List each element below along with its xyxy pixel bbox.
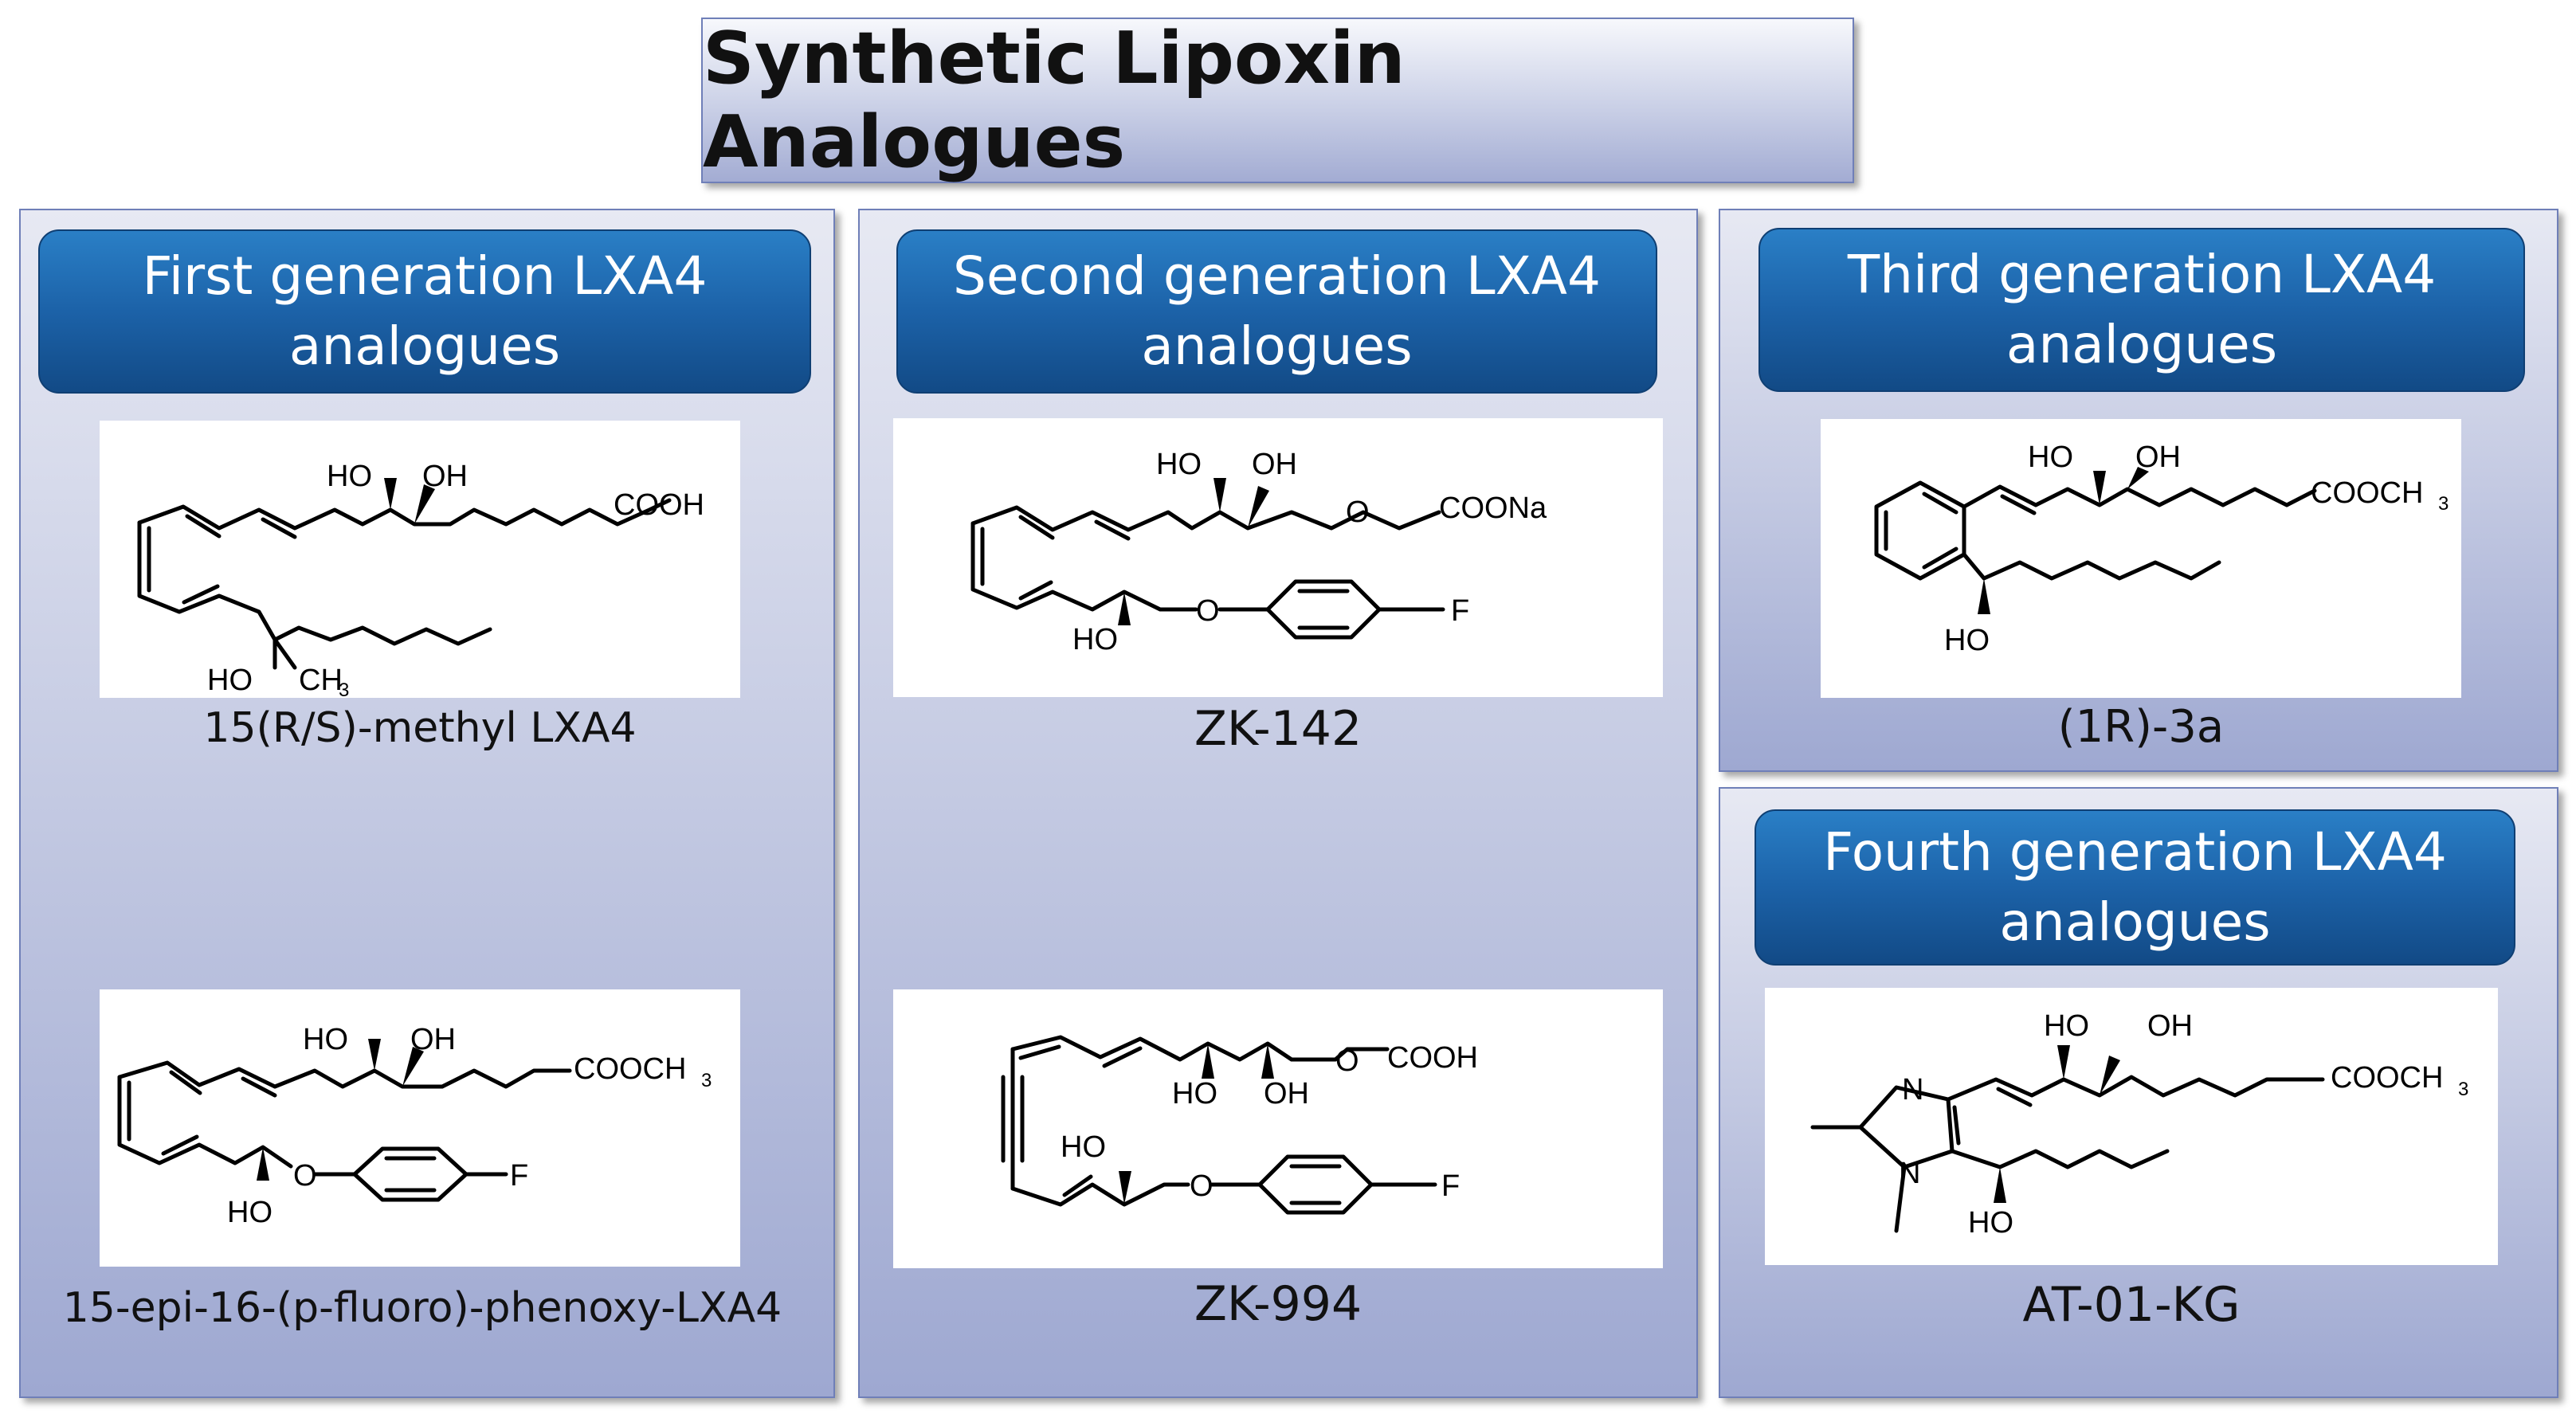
svg-text:N: N: [1902, 1073, 1923, 1107]
svg-text:F: F: [510, 1159, 528, 1193]
svg-text:HO: HO: [1968, 1206, 2013, 1240]
svg-text:N: N: [1899, 1157, 1920, 1190]
svg-text:OH: OH: [422, 460, 468, 493]
caption-1r-3a: (1R)-3a: [2057, 701, 2225, 753]
structure-zk-142: HO OH O COONa O F HO: [893, 418, 1663, 697]
header-third-line1: Third generation LXA4: [1847, 244, 2437, 305]
page-title: Synthetic Lipoxin Analogues: [703, 17, 1406, 184]
svg-text:COOCH: COOCH: [574, 1052, 686, 1086]
svg-text:OH: OH: [2147, 1009, 2193, 1043]
svg-text:OH: OH: [2135, 441, 2181, 474]
svg-text:3: 3: [2438, 493, 2449, 515]
caption-15rs-methyl-lxa4: 15(R/S)-methyl LXA4: [203, 704, 637, 752]
svg-text:OH: OH: [1264, 1077, 1309, 1111]
svg-text:F: F: [1441, 1169, 1460, 1203]
svg-text:OH: OH: [410, 1023, 456, 1056]
svg-text:O: O: [1346, 496, 1370, 529]
header-fourth-generation: Fourth generation LXA4 analogues: [1755, 809, 2515, 966]
header-fourth-line2: analogues: [1999, 891, 2271, 953]
svg-text:COONa: COONa: [1439, 492, 1547, 525]
header-fourth-line1: Fourth generation LXA4: [1823, 821, 2447, 883]
header-third-generation: Third generation LXA4 analogues: [1759, 228, 2525, 392]
svg-text:COOCH: COOCH: [2331, 1061, 2443, 1095]
svg-text:O: O: [1196, 594, 1220, 628]
structure-zk-994: HO OH O COOH HO O F: [893, 989, 1663, 1268]
caption-zk-994: ZK-994: [1194, 1276, 1362, 1332]
svg-text:O: O: [1190, 1169, 1214, 1203]
svg-text:F: F: [1451, 594, 1469, 628]
svg-text:COOH: COOH: [614, 488, 704, 522]
caption-zk-142: ZK-142: [1194, 701, 1362, 757]
svg-text:HO: HO: [2044, 1009, 2089, 1043]
svg-text:COOCH: COOCH: [2311, 476, 2423, 510]
svg-text:3: 3: [701, 1070, 712, 1091]
svg-text:3: 3: [2458, 1079, 2468, 1100]
header-second-line1: Second generation LXA4: [953, 245, 1601, 307]
svg-text:HO: HO: [227, 1196, 272, 1229]
svg-text:HO: HO: [1944, 624, 1990, 657]
caption-15-epi-16-fluorophenoxy-lxa4: 15-epi-16-(p-fluoro)-phenoxy-LXA4: [62, 1284, 782, 1332]
structure-at-01-kg: HO OH COOCH 3 N N HO: [1765, 988, 2498, 1265]
header-first-line2: analogues: [288, 315, 561, 377]
svg-text:3: 3: [339, 680, 349, 698]
svg-text:HO: HO: [1072, 623, 1118, 656]
header-first-line1: First generation LXA4: [142, 245, 708, 307]
structure-15-epi-16-fluorophenoxy-lxa4: HO OH COOCH 3 HO O F: [100, 989, 740, 1267]
title-box: Synthetic Lipoxin Analogues: [701, 17, 1854, 184]
svg-text:HO: HO: [1061, 1130, 1106, 1164]
svg-text:HO: HO: [303, 1023, 348, 1056]
svg-text:COOH: COOH: [1387, 1041, 1478, 1075]
header-first-generation: First generation LXA4 analogues: [38, 229, 811, 394]
svg-text:O: O: [293, 1159, 317, 1193]
svg-text:HO: HO: [1156, 448, 1202, 481]
svg-text:OH: OH: [1252, 448, 1297, 481]
structure-1r-3a: HO OH COOCH 3 HO: [1821, 419, 2461, 698]
svg-text:HO: HO: [1172, 1077, 1217, 1111]
header-third-line2: analogues: [2006, 314, 2278, 375]
caption-at-01-kg: AT-01-KG: [2022, 1277, 2241, 1333]
svg-text:O: O: [1335, 1044, 1359, 1078]
header-second-line2: analogues: [1141, 315, 1413, 377]
svg-text:CH: CH: [299, 664, 343, 697]
svg-text:HO: HO: [2028, 441, 2073, 474]
structure-15rs-methyl-lxa4: HO OH COOH HO CH 3: [100, 421, 740, 698]
svg-text:HO: HO: [327, 460, 372, 493]
header-second-generation: Second generation LXA4 analogues: [896, 229, 1657, 394]
svg-text:HO: HO: [207, 664, 253, 697]
